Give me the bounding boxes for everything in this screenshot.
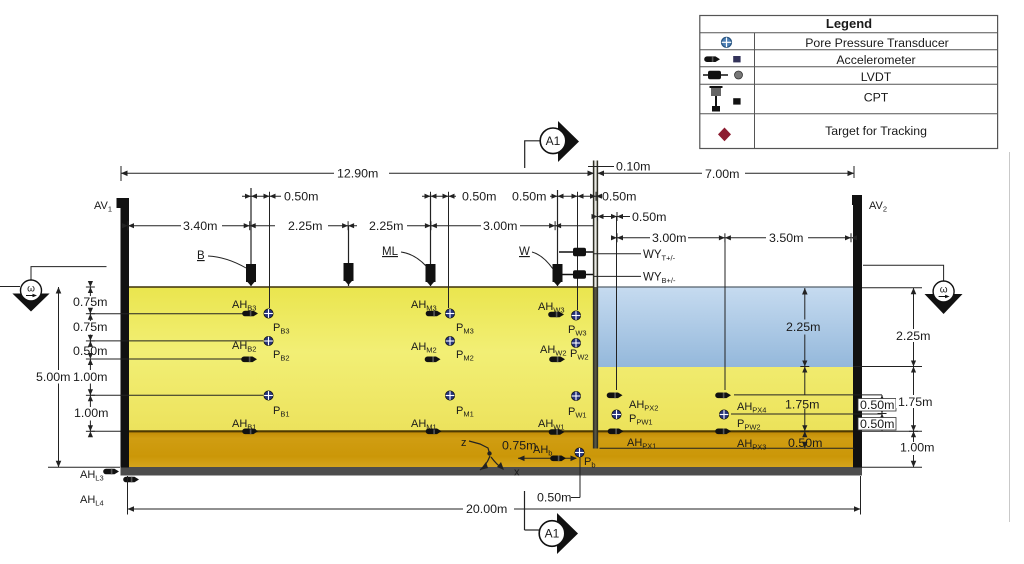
svg-text:0.75m: 0.75m	[73, 295, 107, 309]
svg-text:Target for Tracking: Target for Tracking	[825, 124, 927, 138]
svg-text:0.50m: 0.50m	[602, 190, 636, 204]
svg-text:1.75m: 1.75m	[785, 398, 819, 412]
svg-text:0.50m: 0.50m	[860, 417, 894, 431]
svg-text:CPT: CPT	[864, 91, 889, 105]
svg-text:5.00m: 5.00m	[36, 370, 70, 384]
svg-text:Pb: Pb	[584, 456, 596, 470]
svg-text:2.25m: 2.25m	[896, 329, 930, 343]
svg-text:12.90m: 12.90m	[337, 167, 378, 181]
svg-text:WYT+/-: WYT+/-	[643, 249, 676, 263]
svg-text:Accelerometer: Accelerometer	[836, 53, 915, 67]
svg-text:ML: ML	[382, 246, 399, 258]
svg-text:Legend: Legend	[826, 16, 872, 31]
svg-text:0.75m: 0.75m	[73, 320, 107, 334]
svg-text:AHb: AHb	[533, 444, 552, 458]
svg-text:3.00m: 3.00m	[483, 219, 517, 233]
svg-text:0.50m: 0.50m	[860, 398, 894, 412]
svg-text:W: W	[519, 246, 530, 258]
svg-text:AV1: AV1	[94, 200, 112, 214]
svg-text:2.25m: 2.25m	[369, 219, 403, 233]
svg-text:0.75m: 0.75m	[502, 439, 536, 453]
svg-text:0.50m: 0.50m	[788, 436, 822, 450]
svg-text:0.50m: 0.50m	[632, 210, 666, 224]
svg-text:2.25m: 2.25m	[288, 219, 322, 233]
svg-text:20.00m: 20.00m	[466, 502, 507, 516]
svg-text:3.40m: 3.40m	[183, 219, 217, 233]
svg-text:AHL3: AHL3	[80, 469, 104, 483]
svg-text:1.00m: 1.00m	[900, 441, 934, 455]
svg-text:0.50m: 0.50m	[284, 190, 318, 204]
svg-text:ω: ω	[940, 285, 948, 296]
svg-text:ω: ω	[27, 284, 35, 295]
svg-text:2.25m: 2.25m	[786, 320, 820, 334]
svg-text:7.00m: 7.00m	[705, 167, 739, 181]
svg-text:3.50m: 3.50m	[769, 231, 803, 245]
svg-text:0.10m: 0.10m	[616, 160, 650, 174]
svg-text:B: B	[197, 250, 205, 262]
svg-text:AV2: AV2	[869, 200, 887, 214]
svg-text:z: z	[461, 437, 467, 449]
svg-text:0.50m: 0.50m	[73, 344, 107, 358]
svg-text:3.00m: 3.00m	[652, 231, 686, 245]
svg-text:Pore Pressure Transducer: Pore Pressure Transducer	[805, 36, 949, 50]
svg-text:LVDT: LVDT	[861, 70, 892, 84]
svg-text:A1: A1	[546, 134, 561, 148]
svg-text:x: x	[514, 467, 520, 479]
svg-text:0.50m: 0.50m	[512, 190, 546, 204]
svg-text:1.00m: 1.00m	[73, 370, 107, 384]
svg-text:0.50m: 0.50m	[537, 491, 571, 505]
svg-text:WYB+/-: WYB+/-	[643, 272, 676, 286]
svg-text:0.50m: 0.50m	[462, 190, 496, 204]
svg-text:1.00m: 1.00m	[74, 406, 108, 420]
svg-text:AHL4: AHL4	[80, 494, 104, 508]
svg-text:1.75m: 1.75m	[898, 395, 932, 409]
svg-text:A1: A1	[545, 527, 560, 541]
